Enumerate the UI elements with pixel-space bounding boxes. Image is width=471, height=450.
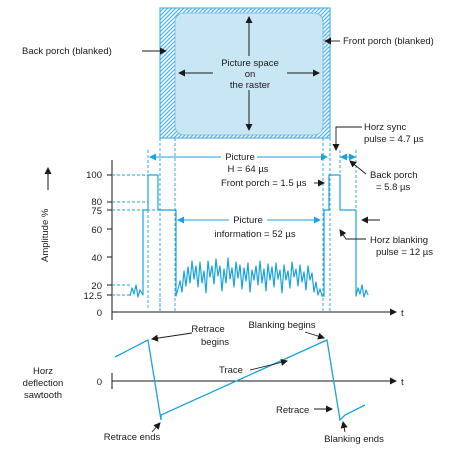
sawtooth-zero-label: 0 <box>97 377 102 388</box>
picture-space-line1: Picture space <box>221 58 279 69</box>
retrace-label: Retrace <box>276 405 309 416</box>
deflection-sawtooth <box>114 339 366 422</box>
tick-20: 20 <box>91 281 102 292</box>
tick-75: 75 <box>91 206 102 217</box>
retrace-begins-line2: begins <box>201 337 229 348</box>
sawtooth-label-line3: sawtooth <box>24 390 62 401</box>
horz-sync-line2: pulse = 4.7 µs <box>364 134 424 145</box>
amplitude-reference-levels <box>112 174 158 296</box>
sawtooth-label-line2: deflection <box>23 378 64 389</box>
front-porch-timing-label: Front porch = 1.5 µs <box>221 178 307 189</box>
retrace-begins-pointer <box>151 332 193 342</box>
blanking-ends-pointer <box>340 421 348 433</box>
blanking-begins-label: Blanking begins <box>248 320 315 331</box>
picture-space-line2: on <box>245 69 256 80</box>
horz-blanking-line2: pulse = 12 µs <box>376 247 433 258</box>
tick-40: 40 <box>91 253 102 264</box>
horz-blanking-pointer <box>339 229 366 240</box>
picture-information-line1: Picture <box>233 215 263 226</box>
picture-information-line2: information = 52 µs <box>214 229 296 240</box>
amplitude-ticks <box>107 174 112 296</box>
back-porch-timing-pointer <box>349 160 367 175</box>
amplitude-t-label: t <box>401 308 404 319</box>
tick-100: 100 <box>86 170 102 181</box>
amplitude-axes: 100 80 75 60 40 20 12.5 0 t Amplitude % <box>40 160 404 320</box>
picture-timing-label: Picture <box>225 152 255 163</box>
picture-label-bg <box>213 56 287 90</box>
back-porch-blanked-label: Back porch (blanked) <box>22 46 112 57</box>
sawtooth-section: 0 t Horz deflection sawtooth Retrace beg… <box>23 320 404 445</box>
sawtooth-label-line1: Horz <box>33 366 53 377</box>
picture-label-bg2 <box>221 150 257 163</box>
amplitude-axis-label: Amplitude % <box>40 208 51 262</box>
tick-80: 80 <box>91 197 102 208</box>
horz-blanking-line1: Horz blanking <box>370 235 428 246</box>
blanking-ends-label: Blanking ends <box>324 434 384 445</box>
picture-space-line3: the raster <box>230 80 270 91</box>
trace-label: Trace <box>219 365 243 376</box>
picture-info-bg <box>229 213 267 226</box>
back-porch-timing-line1: Back porch <box>370 170 418 181</box>
front-porch-blanked-label: Front porch (blanked) <box>343 36 434 47</box>
trace-pointer <box>249 359 288 371</box>
retrace-ends-pointer <box>151 422 161 433</box>
retrace-begins-line1: Retrace <box>191 324 224 335</box>
retrace-ends-label: Retrace ends <box>104 432 161 443</box>
blanking-begins-pointer <box>304 331 325 340</box>
tick-60: 60 <box>91 225 102 236</box>
h-period-label: H = 64 µs <box>227 164 268 175</box>
sawtooth-t-label: t <box>401 377 404 388</box>
tick-12-5: 12.5 <box>84 291 103 302</box>
raster-frame: Picture space on the raster <box>159 7 331 139</box>
tick-0: 0 <box>97 308 102 319</box>
back-porch-timing-line2: = 5.8 µs <box>376 182 411 193</box>
horz-sync-pointer <box>332 126 362 151</box>
composite-video-waveform <box>129 174 369 298</box>
horz-sync-line1: Horz sync <box>364 122 406 133</box>
